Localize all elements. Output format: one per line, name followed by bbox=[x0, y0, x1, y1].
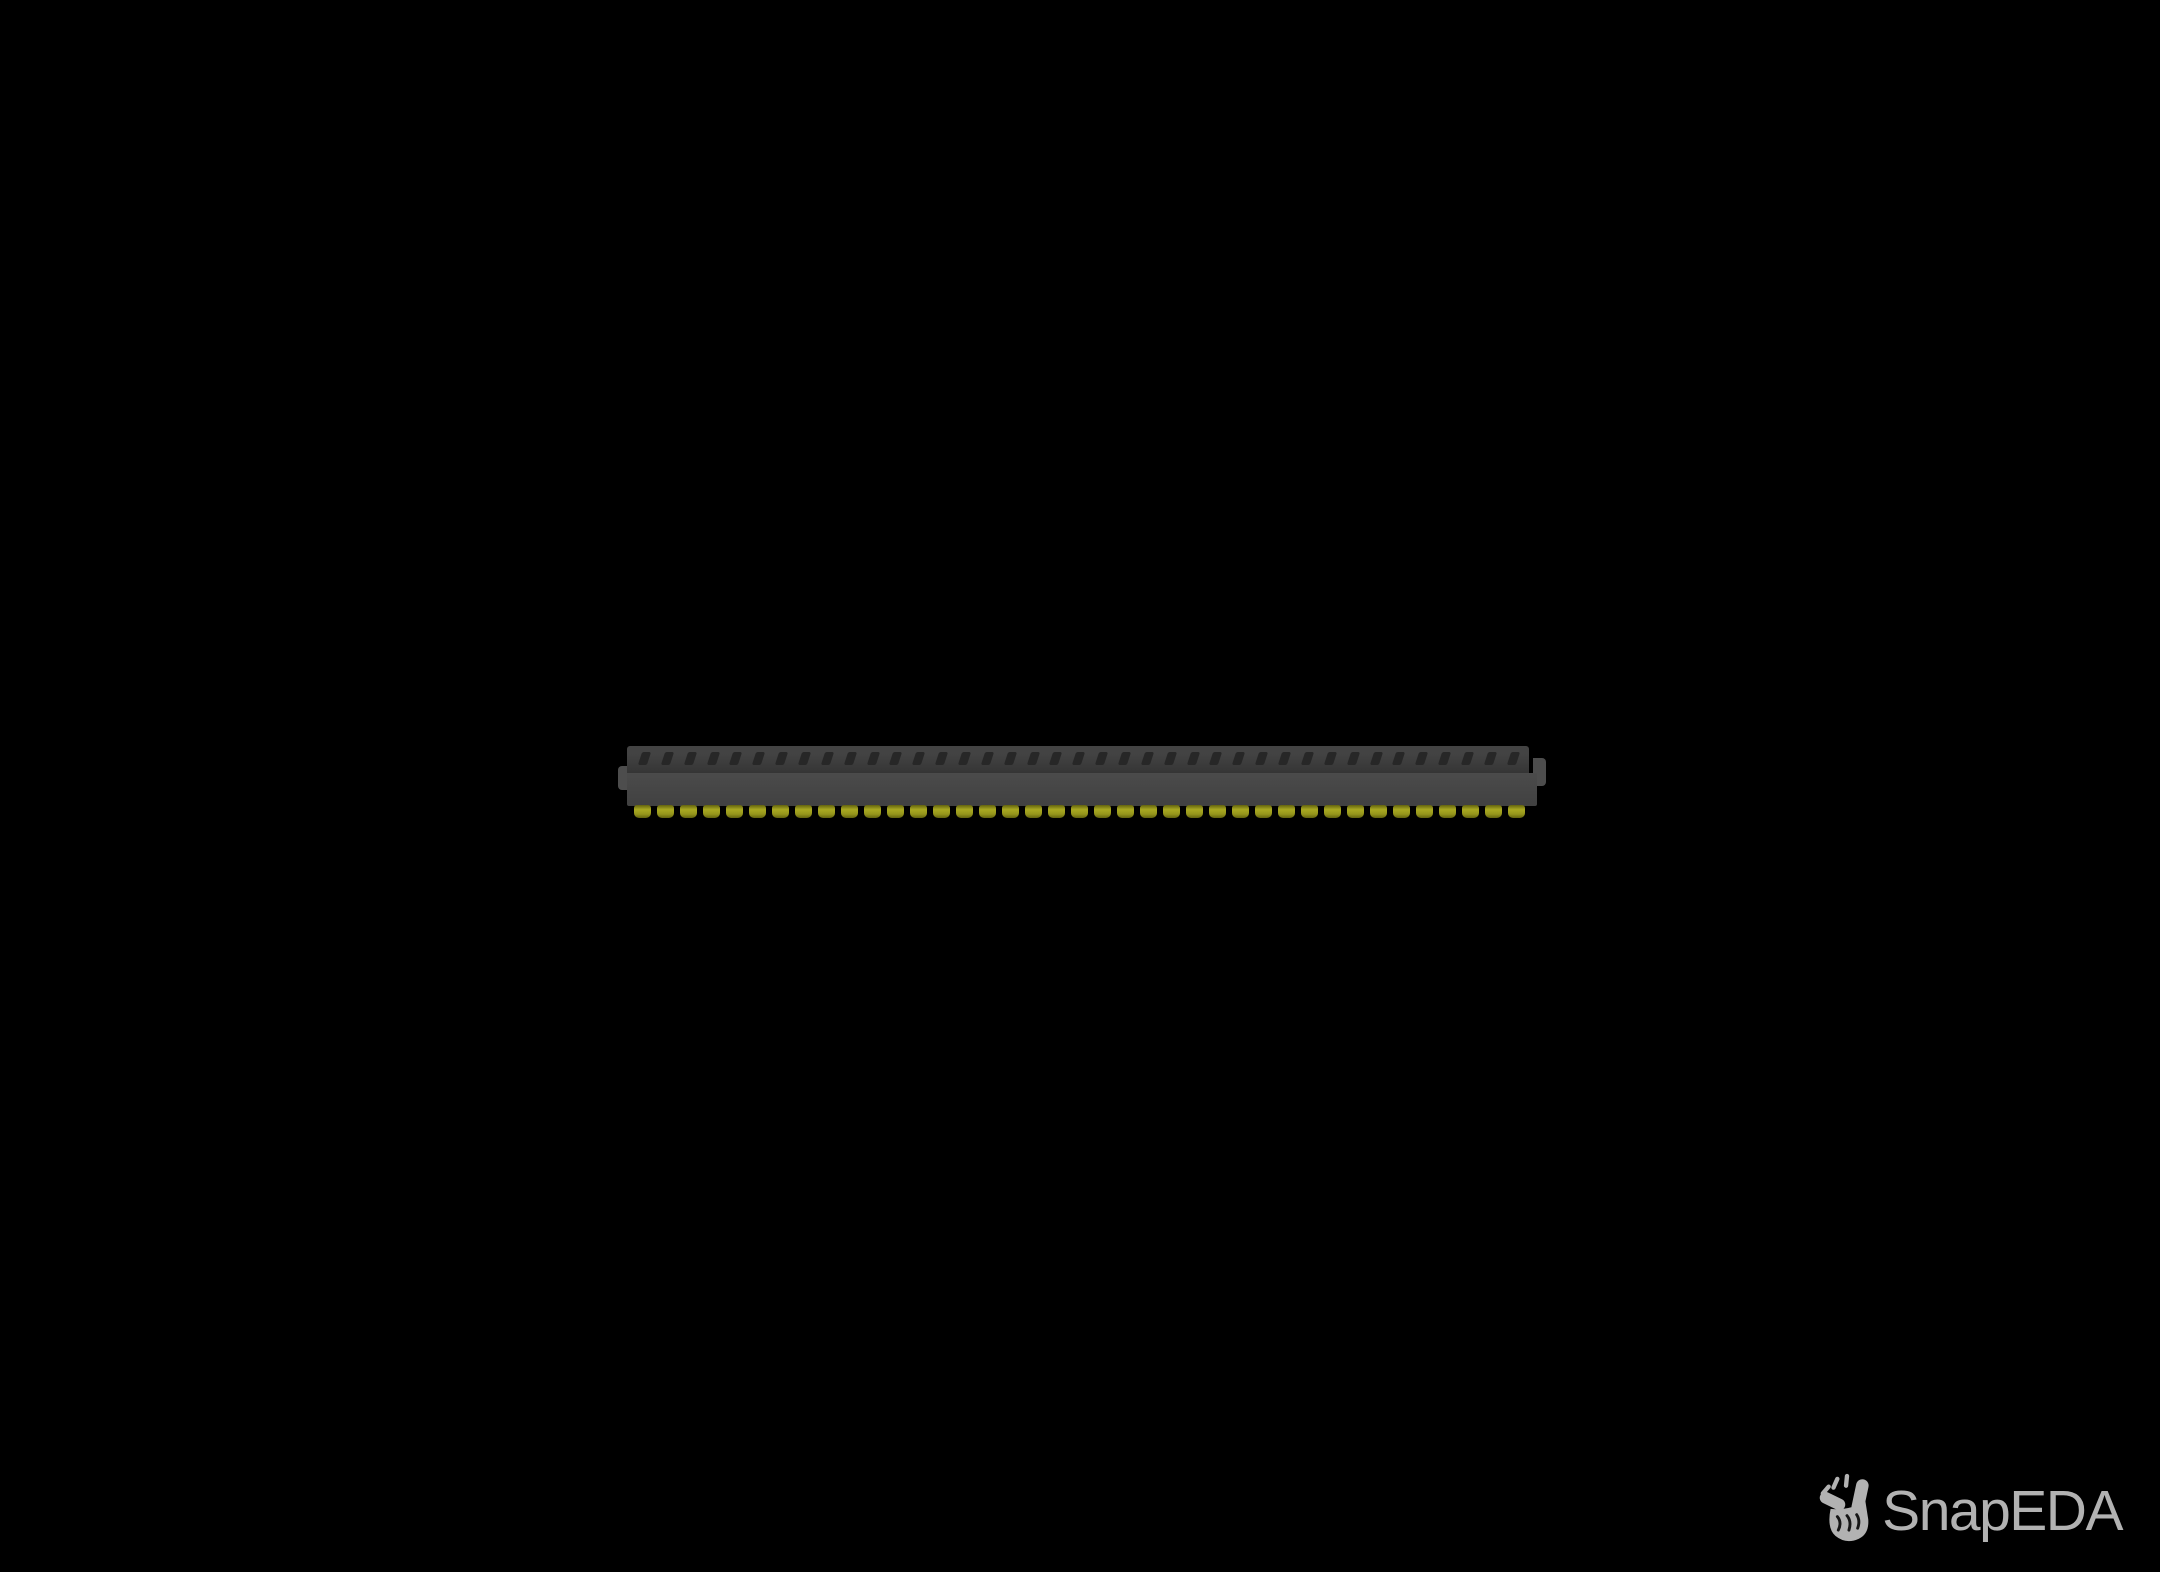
socket-slot bbox=[1049, 751, 1063, 765]
pin bbox=[1347, 805, 1364, 818]
socket-slot bbox=[1209, 751, 1223, 765]
pin bbox=[1048, 805, 1065, 818]
socket-slot bbox=[660, 751, 674, 765]
socket-slot bbox=[912, 751, 926, 765]
socket-slot bbox=[683, 751, 697, 765]
pin bbox=[1025, 805, 1042, 818]
pin bbox=[1117, 805, 1134, 818]
socket-slot bbox=[1483, 751, 1497, 765]
pin bbox=[1370, 805, 1387, 818]
pin bbox=[956, 805, 973, 818]
pin bbox=[680, 805, 697, 818]
socket-slot bbox=[706, 751, 720, 765]
socket-slot bbox=[1232, 751, 1246, 765]
pin bbox=[1255, 805, 1272, 818]
socket-slot bbox=[1300, 751, 1315, 765]
pin bbox=[1462, 805, 1479, 818]
pin bbox=[634, 805, 651, 818]
socket-slot bbox=[1323, 751, 1337, 765]
pin bbox=[1324, 805, 1341, 818]
watermark: SnapEDA bbox=[1818, 1466, 2123, 1544]
socket-slot bbox=[1460, 751, 1475, 765]
pin bbox=[1416, 805, 1433, 818]
socket-slot bbox=[980, 751, 995, 765]
socket-slot bbox=[1255, 751, 1269, 765]
pin bbox=[979, 805, 996, 818]
pin bbox=[1209, 805, 1226, 818]
pin bbox=[864, 805, 881, 818]
pin bbox=[910, 805, 927, 818]
brand-text: SnapEDA bbox=[1882, 1479, 2123, 1543]
socket-slot bbox=[957, 751, 972, 765]
pin bbox=[1186, 805, 1203, 818]
socket-slot bbox=[1095, 751, 1109, 765]
pin bbox=[1439, 805, 1456, 818]
pin bbox=[795, 805, 812, 818]
pin bbox=[1163, 805, 1180, 818]
pin bbox=[1071, 805, 1088, 818]
pin bbox=[1485, 805, 1502, 818]
snap-fingers-icon bbox=[1818, 1466, 1876, 1544]
pin bbox=[749, 805, 766, 818]
socket-slot bbox=[775, 751, 789, 765]
socket-slot bbox=[1506, 751, 1520, 765]
socket-slot bbox=[866, 751, 880, 765]
pin bbox=[1278, 805, 1295, 818]
pin bbox=[703, 805, 720, 818]
socket-slot bbox=[1163, 751, 1177, 765]
socket-slot bbox=[889, 751, 903, 765]
pin bbox=[726, 805, 743, 818]
pin bbox=[657, 805, 674, 818]
socket-slot bbox=[1346, 751, 1360, 765]
pin bbox=[1301, 805, 1318, 818]
pin bbox=[841, 805, 858, 818]
socket-slot bbox=[820, 751, 834, 765]
socket-slot bbox=[935, 751, 949, 765]
pin bbox=[1232, 805, 1249, 818]
socket-slot bbox=[1277, 751, 1292, 765]
socket-slot bbox=[1003, 751, 1017, 765]
pin bbox=[1140, 805, 1157, 818]
pin bbox=[772, 805, 789, 818]
pin bbox=[1094, 805, 1111, 818]
socket-slot bbox=[637, 751, 652, 765]
pin bbox=[887, 805, 904, 818]
socket-slot bbox=[1369, 751, 1383, 765]
pin-row bbox=[634, 805, 1525, 818]
socket-slot bbox=[1140, 751, 1155, 765]
socket-slot bbox=[797, 751, 812, 765]
connector-3d-model bbox=[618, 746, 1546, 820]
socket-slot bbox=[1415, 751, 1429, 765]
socket-slot bbox=[1026, 751, 1040, 765]
socket-slot bbox=[1392, 751, 1406, 765]
socket-slot bbox=[843, 751, 857, 765]
socket-slot bbox=[752, 751, 766, 765]
connector-body bbox=[627, 773, 1537, 806]
pin bbox=[1393, 805, 1410, 818]
socket-slot bbox=[1186, 751, 1200, 765]
pin bbox=[933, 805, 950, 818]
pin bbox=[818, 805, 835, 818]
pin bbox=[1002, 805, 1019, 818]
connector-top-face bbox=[627, 746, 1529, 773]
slot-row bbox=[637, 751, 1520, 765]
pin bbox=[1508, 805, 1525, 818]
socket-slot bbox=[1072, 751, 1086, 765]
socket-slot bbox=[1117, 751, 1132, 765]
socket-slot bbox=[729, 751, 743, 765]
socket-slot bbox=[1437, 751, 1452, 765]
